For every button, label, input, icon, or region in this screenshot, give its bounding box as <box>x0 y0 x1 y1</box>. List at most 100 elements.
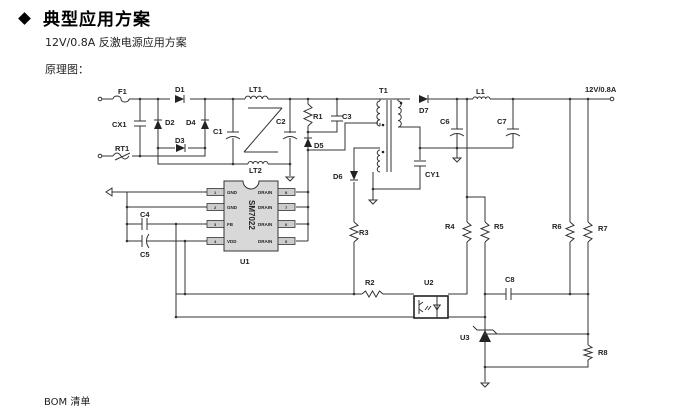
label-c5: C5 <box>140 250 150 259</box>
junction-dot <box>306 97 310 101</box>
junction-dot <box>335 97 339 101</box>
pin-number: 7 <box>285 205 288 210</box>
pin-number: 6 <box>285 222 288 227</box>
label-r3: R3 <box>359 228 369 237</box>
pin-name: DRAIN <box>258 239 272 244</box>
ground-icon <box>479 382 491 388</box>
label-lt1: LT1 <box>249 85 262 94</box>
dot-icon <box>381 150 385 154</box>
junction-dot <box>288 97 292 101</box>
chip-pin-5 <box>277 237 296 245</box>
c5-capacitor <box>146 233 150 249</box>
pin-name: DRAIN <box>258 205 272 210</box>
label-r7: R7 <box>598 224 608 233</box>
thermistor-icon <box>112 152 131 161</box>
r2-resistor <box>361 290 384 298</box>
label-c3: C3 <box>342 112 352 121</box>
label-c2: C2 <box>276 117 286 126</box>
schematic-label: 原理图： <box>45 63 89 76</box>
u3-shunt-regulator <box>472 325 498 335</box>
chip-pin-2 <box>206 203 225 211</box>
junction-dot <box>125 239 129 243</box>
junction-dot <box>174 315 178 319</box>
label-d1: D1 <box>175 85 185 94</box>
junction-dot <box>418 146 422 150</box>
label-d4: D4 <box>186 118 196 127</box>
junction-dot <box>306 205 310 209</box>
label-u3: U3 <box>460 333 470 342</box>
component-labels: F1 CX1 RT1 D1 D2 D3 D4 LT1 LT2 C1 C2 R1 … <box>112 85 617 357</box>
junction-dot <box>138 154 142 158</box>
optocoupler-symbol-icon <box>418 296 441 318</box>
chip-pin-7 <box>277 203 296 211</box>
junction-dot <box>586 332 590 336</box>
junction-dot <box>511 97 515 101</box>
lt1-inductor <box>244 95 269 100</box>
pin-name: DRAIN <box>258 222 272 227</box>
pin-number: 8 <box>285 190 288 195</box>
bom-heading: BOM 清单 <box>44 397 91 408</box>
junction-dot <box>231 97 235 101</box>
t1-primary-winding <box>376 100 381 127</box>
junction-dot <box>568 292 572 296</box>
ground-icon <box>451 157 463 163</box>
pin-number: 5 <box>285 239 288 244</box>
l1-inductor <box>472 96 491 100</box>
chip-pin-6 <box>277 220 296 228</box>
ground-arrow-icon <box>105 187 113 197</box>
d2-diode <box>154 120 162 129</box>
d4-diode <box>201 120 209 129</box>
chip-pin-1 <box>206 188 225 196</box>
t1-aux-winding <box>376 149 381 173</box>
junction-dot <box>156 146 160 150</box>
ground-icon <box>367 199 379 205</box>
junction-dot <box>483 332 487 336</box>
r1-resistor <box>302 103 314 127</box>
pin-name: DRAIN <box>258 190 272 195</box>
label-r1: R1 <box>313 112 323 121</box>
pin-number: 2 <box>214 205 217 210</box>
r4-resistor <box>461 221 473 243</box>
label-u2: U2 <box>424 278 434 287</box>
lt2-inductor <box>247 161 269 165</box>
junction-dot <box>183 292 187 296</box>
label-r5: R5 <box>494 222 504 231</box>
d5-diode <box>304 138 312 147</box>
pin-name: FB <box>227 222 234 227</box>
junction-dot <box>465 195 469 199</box>
c1-capacitor <box>225 136 241 140</box>
c2-capacitor <box>282 136 298 140</box>
label-d6: D6 <box>333 172 343 181</box>
section-title-text: 典型应用方案 <box>43 10 151 30</box>
label-cy1: CY1 <box>425 170 440 179</box>
dot-icon <box>381 123 385 127</box>
d3-diode <box>176 144 185 152</box>
junction-dot <box>125 222 129 226</box>
junction-dot <box>306 222 310 226</box>
output-label: 12V/0.8A <box>585 85 617 94</box>
label-d3: D3 <box>175 136 185 145</box>
label-c6: C6 <box>440 117 450 126</box>
label-r4: R4 <box>445 222 455 231</box>
subtitle: 12V/0.8A 反激电源应用方案 <box>45 36 187 49</box>
pin-number: 4 <box>214 239 217 244</box>
junction-dot <box>465 97 469 101</box>
label-cx1: CX1 <box>112 120 127 129</box>
chip-pin-8 <box>277 188 296 196</box>
label-c7: C7 <box>497 117 507 126</box>
junction-dot <box>203 146 207 150</box>
d1-diode <box>175 95 184 103</box>
junction-dot <box>455 146 459 150</box>
junction-dot <box>183 239 187 243</box>
r6-resistor <box>564 221 576 243</box>
c7-capacitor <box>505 133 521 137</box>
junction-dot <box>125 205 129 209</box>
junction-dot <box>288 162 292 166</box>
label-d7: D7 <box>419 106 429 115</box>
ground-icon <box>284 176 296 182</box>
junction-dot <box>483 292 487 296</box>
label-l1: L1 <box>476 87 485 96</box>
r3-resistor <box>348 221 360 243</box>
